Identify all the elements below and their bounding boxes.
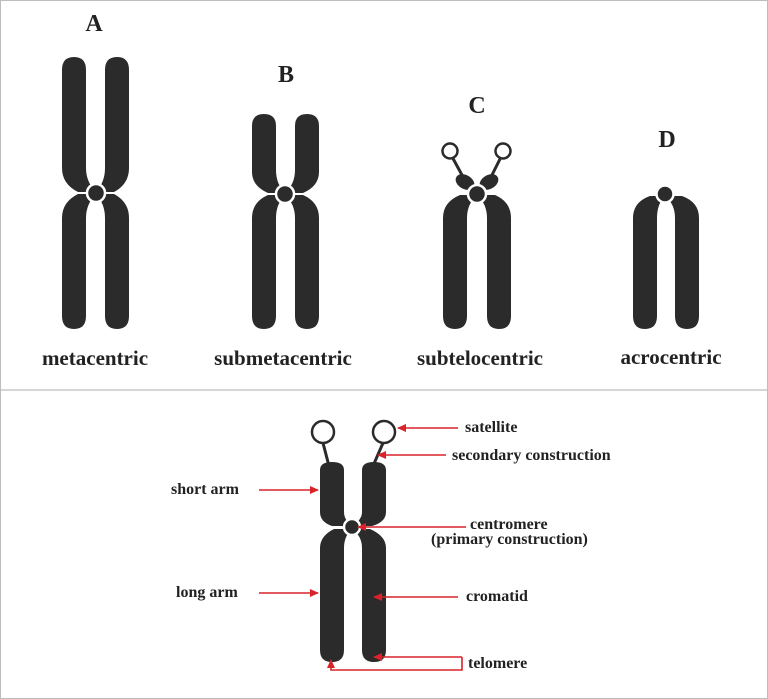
label-satellite: satellite: [465, 419, 517, 436]
label-primary-construction: (primary construction): [431, 531, 588, 548]
chromosome-metacentric: A metacentric: [42, 11, 148, 370]
type-label-metacentric: metacentric: [42, 346, 148, 370]
long-arm-left: [320, 529, 352, 662]
type-letter-b: B: [278, 62, 294, 88]
label-short-arm: short arm: [171, 481, 240, 498]
centromere-a: [85, 182, 107, 204]
satellite-right: [371, 419, 397, 445]
centromere: [342, 517, 362, 537]
short-arm-right: [352, 462, 386, 526]
label-long-arm: long arm: [176, 584, 238, 601]
centromere-c: [466, 183, 488, 205]
type-letter-a: A: [85, 11, 103, 37]
centromere-b: [274, 183, 296, 205]
centromere-d: [655, 184, 675, 204]
type-label-subtelocentric: subtelocentric: [417, 346, 543, 370]
satellite-left: [310, 419, 336, 445]
type-label-acrocentric: acrocentric: [620, 345, 721, 369]
label-cromatid: cromatid: [466, 588, 528, 605]
type-label-submetacentric: submetacentric: [214, 346, 352, 370]
chromosome-subtelocentric: C subtelocentric: [417, 93, 543, 370]
chromosome-acrocentric: D acrocentric: [620, 127, 721, 369]
short-arm-left: [320, 462, 352, 526]
label-secondary-construction: secondary construction: [452, 447, 611, 464]
label-telomere: telomere: [468, 655, 527, 672]
long-arm-right: [352, 529, 386, 662]
satellite-c-right: [494, 142, 512, 160]
annotation-arrows: [259, 424, 466, 671]
satellite-c-left: [441, 142, 459, 160]
label-centromere: centromere: [470, 516, 548, 533]
type-letter-c: C: [468, 93, 485, 119]
chromosome-anatomy: [310, 419, 397, 662]
chromosome-submetacentric: B submetacentric: [214, 62, 352, 370]
type-letter-d: D: [658, 127, 675, 153]
